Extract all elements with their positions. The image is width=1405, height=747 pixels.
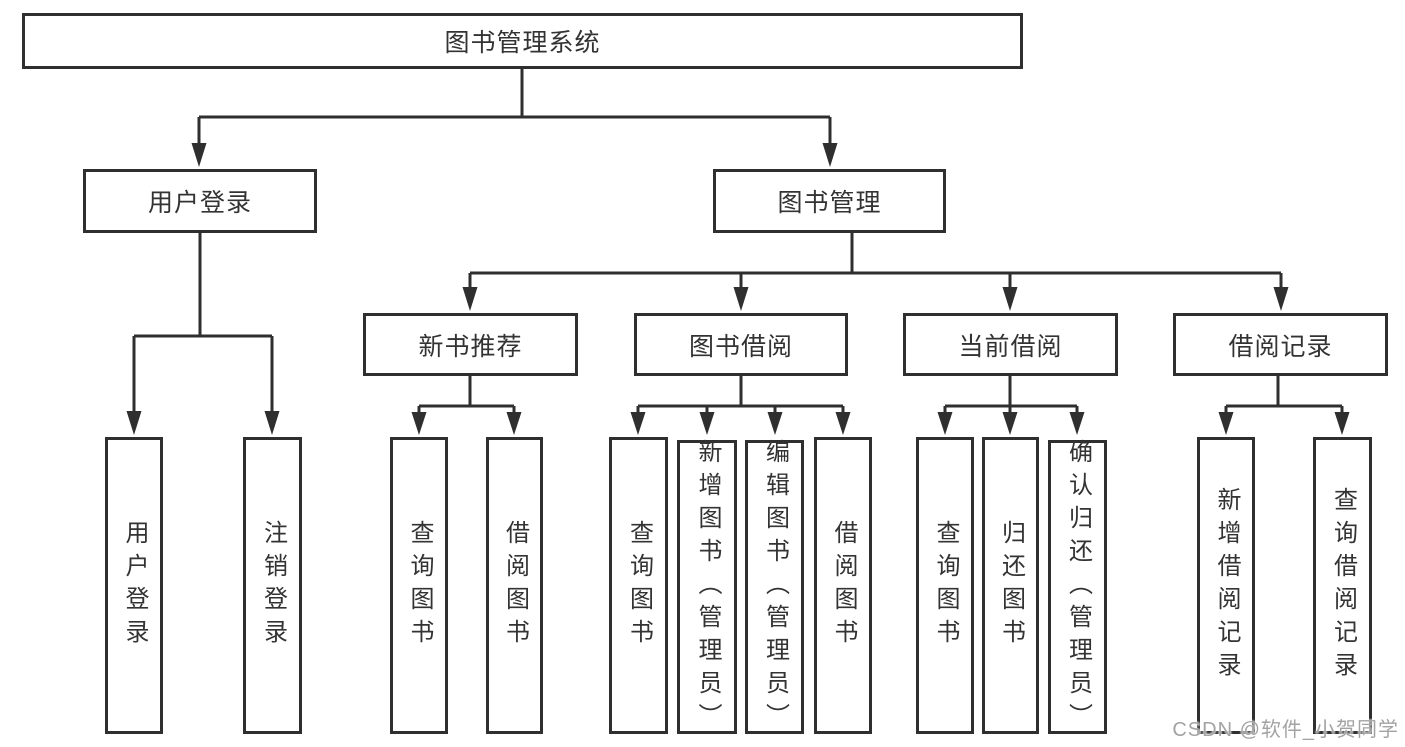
leaf-borrow-books-recommend-label: 借阅图书 bbox=[501, 519, 529, 652]
leaf-add-borrow-record: 新增借阅记录 bbox=[1197, 437, 1255, 734]
leaf-user-login-label: 用户登录 bbox=[121, 519, 148, 652]
node-borrow-records-label: 借阅记录 bbox=[1228, 332, 1333, 361]
node-book-borrow: 图书借阅 bbox=[634, 313, 848, 376]
node-library-system-label: 图书管理系统 bbox=[444, 29, 601, 57]
leaf-return-books: 归还图书 bbox=[982, 437, 1039, 734]
leaf-edit-books-admin: 编辑图书（管理员） bbox=[745, 438, 804, 736]
node-current-borrow: 当前借阅 bbox=[903, 313, 1118, 376]
leaf-edit-books-admin-label: 编辑图书（管理员） bbox=[761, 438, 789, 736]
leaf-query-books-current: 查询图书 bbox=[916, 437, 974, 734]
leaf-return-books-label: 归还图书 bbox=[997, 519, 1025, 652]
leaf-query-borrow-record-label: 查询借阅记录 bbox=[1329, 486, 1357, 685]
leaf-add-borrow-record-label: 新增借阅记录 bbox=[1213, 486, 1240, 685]
csdn-watermark: CSDN @软件_小贺同学 bbox=[1172, 719, 1399, 741]
node-book-management-label: 图书管理 bbox=[777, 189, 882, 217]
node-current-borrow-label: 当前借阅 bbox=[958, 332, 1063, 361]
leaf-confirm-return-admin: 确认归还（管理员） bbox=[1048, 438, 1107, 736]
leaf-borrow-books-label: 借阅图书 bbox=[830, 519, 857, 652]
node-new-book-recommend: 新书推荐 bbox=[363, 313, 578, 376]
leaf-borrow-books: 借阅图书 bbox=[814, 437, 872, 734]
node-user-login: 用户登录 bbox=[83, 169, 317, 233]
leaf-query-books-borrow-label: 查询图书 bbox=[625, 519, 653, 652]
leaf-query-borrow-record: 查询借阅记录 bbox=[1313, 437, 1372, 734]
leaf-confirm-return-admin-label: 确认归还（管理员） bbox=[1064, 438, 1092, 736]
leaf-query-books-recommend: 查询图书 bbox=[390, 437, 448, 734]
node-borrow-records: 借阅记录 bbox=[1173, 313, 1388, 376]
node-library-system: 图书管理系统 bbox=[22, 13, 1023, 69]
node-book-borrow-label: 图书借阅 bbox=[688, 332, 793, 361]
arrowheads bbox=[126, 143, 1350, 435]
node-user-login-label: 用户登录 bbox=[147, 189, 252, 217]
leaf-borrow-books-recommend: 借阅图书 bbox=[486, 437, 543, 734]
leaf-query-books-current-label: 查询图书 bbox=[932, 519, 959, 652]
node-book-management: 图书管理 bbox=[713, 169, 946, 233]
leaf-query-books-borrow: 查询图书 bbox=[609, 437, 668, 734]
leaf-logout-label: 注销登录 bbox=[259, 519, 287, 652]
leaf-user-login: 用户登录 bbox=[105, 437, 163, 734]
leaf-logout: 注销登录 bbox=[243, 437, 302, 734]
node-new-book-recommend-label: 新书推荐 bbox=[418, 332, 523, 361]
leaf-query-books-recommend-label: 查询图书 bbox=[406, 519, 433, 652]
leaf-add-books-admin-label: 新增图书（管理员） bbox=[694, 438, 721, 736]
leaf-add-books-admin: 新增图书（管理员） bbox=[677, 438, 737, 736]
